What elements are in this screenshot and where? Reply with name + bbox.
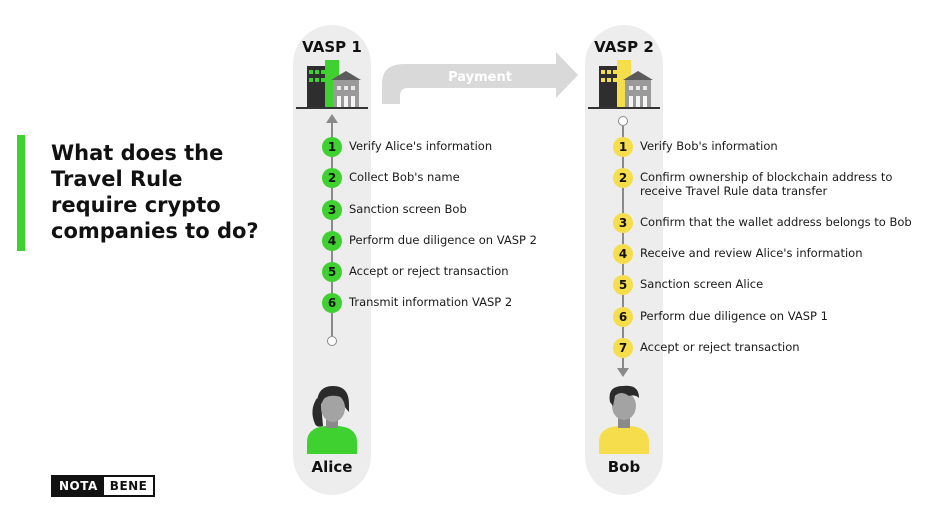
payment-label: Payment [448, 70, 512, 85]
step-label-line-2: receive Travel Rule data transfer [640, 183, 828, 198]
step-number: 6 [322, 293, 342, 313]
headline-line-2: Travel Rule [51, 167, 183, 191]
vasp2-step-2: 2 Confirm ownership of blockchain addres… [613, 168, 892, 198]
person-name-bob: Bob [607, 458, 641, 476]
vasp1-arrow-up-icon [326, 114, 338, 123]
person-name-alice: Alice [311, 458, 353, 476]
logo-part-1: NOTA [53, 477, 104, 495]
step-label: Perform due diligence on VASP 1 [640, 309, 828, 323]
step-number: 4 [613, 244, 633, 264]
step-label: Sanction screen Alice [640, 277, 764, 291]
step-number: 3 [613, 213, 633, 233]
step-number: 2 [613, 168, 633, 188]
step-number: 5 [613, 275, 633, 295]
headline-accent-bar [17, 135, 25, 251]
step-number: 1 [322, 137, 342, 157]
step-number: 4 [322, 231, 342, 251]
vasp1-title: VASP 1 [302, 38, 362, 56]
building-icon [599, 60, 653, 108]
step-number: 1 [613, 137, 633, 157]
step-label: Confirm ownership of blockchain address … [640, 168, 892, 198]
step-number: 5 [322, 262, 342, 282]
step-number: 7 [613, 338, 633, 358]
step-label: Perform due diligence on VASP 2 [349, 233, 537, 247]
vasp1-step-5: 5 Accept or reject transaction [322, 262, 509, 282]
step-number: 2 [322, 168, 342, 188]
step-number: 6 [613, 307, 633, 327]
building-icon [307, 60, 361, 108]
vasp2-timeline-start-dot [618, 116, 628, 126]
avatar-bob [599, 385, 649, 454]
step-label: Accept or reject transaction [640, 340, 800, 354]
headline-line-3: require crypto [51, 193, 221, 217]
step-label-line-1: Confirm ownership of blockchain address … [640, 170, 893, 184]
vasp2-step-1: 1 Verify Bob's information [613, 137, 778, 157]
avatar-alice [307, 386, 357, 454]
vasp1-step-4: 4 Perform due diligence on VASP 2 [322, 231, 537, 251]
vasp2-step-7: 7 Accept or reject transaction [613, 338, 800, 358]
vasp1-step-1: 1 Verify Alice's information [322, 137, 492, 157]
headline-line-1: What does the [51, 141, 224, 165]
step-label: Accept or reject transaction [349, 264, 509, 278]
payment-arrow [382, 52, 578, 104]
nota-bene-logo: NOTA BENE [51, 475, 156, 497]
headline-line-4: companies to do? [51, 219, 259, 243]
vasp2-baseline [588, 107, 660, 109]
step-label: Receive and review Alice's information [640, 246, 863, 260]
headline: What does the Travel Rule require crypto… [51, 140, 281, 244]
vasp2-step-4: 4 Receive and review Alice's information [613, 244, 863, 264]
step-label: Collect Bob's name [349, 170, 460, 184]
vasp2-step-6: 6 Perform due diligence on VASP 1 [613, 307, 828, 327]
logo-part-2: BENE [109, 479, 148, 493]
vasp1-timeline-end-dot [327, 336, 337, 346]
step-label: Sanction screen Bob [349, 202, 467, 216]
step-label: Verify Alice's information [349, 139, 493, 153]
vasp1-timeline [331, 122, 333, 336]
vasp1-step-3: 3 Sanction screen Bob [322, 200, 467, 220]
vasp2-title: VASP 2 [594, 38, 654, 56]
vasp1-step-2: 2 Collect Bob's name [322, 168, 460, 188]
vasp1-baseline [296, 107, 368, 109]
vasp2-step-3: 3 Confirm that the wallet address belong… [613, 213, 912, 233]
step-label: Confirm that the wallet address belongs … [640, 215, 912, 229]
step-number: 3 [322, 200, 342, 220]
step-label: Verify Bob's information [640, 139, 778, 153]
vasp2-step-5: 5 Sanction screen Alice [613, 275, 763, 295]
vasp1-step-6: 6 Transmit information VASP 2 [322, 293, 512, 313]
step-label: Transmit information VASP 2 [349, 295, 513, 309]
vasp2-arrow-down-icon [617, 368, 629, 377]
